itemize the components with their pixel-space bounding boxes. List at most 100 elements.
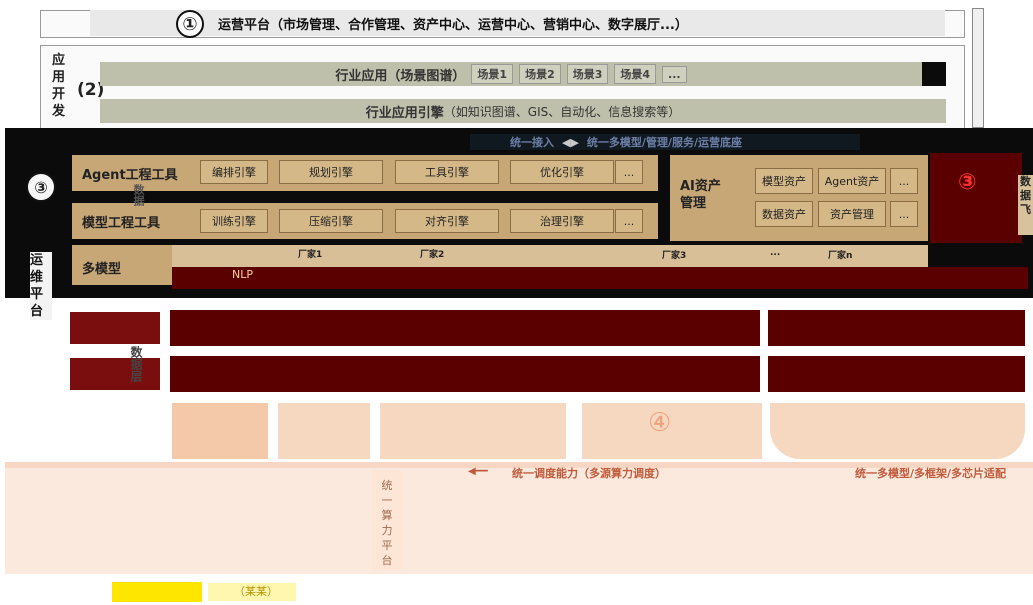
red-row-1-right bbox=[768, 310, 1025, 346]
ops-right-marker bbox=[972, 8, 984, 128]
platform-badge-left: ③ bbox=[26, 172, 56, 202]
industry-engine-band: 行业应用引擎 （如知识图谱、GIS、自动化、信息搜索等） bbox=[100, 99, 946, 123]
unified-bar-left: 统一接入 bbox=[510, 136, 554, 149]
industry-app-dark-end bbox=[922, 62, 946, 86]
ops-platform-badge: ① bbox=[176, 10, 204, 38]
lower-center-divider bbox=[372, 470, 402, 570]
scene-item: 场景3 bbox=[566, 64, 609, 84]
data-layer-char: 层 bbox=[129, 370, 143, 382]
data-layer-char: 据 bbox=[129, 358, 143, 370]
scene-item: 场景1 bbox=[471, 64, 514, 84]
model-engine: ... bbox=[615, 209, 643, 233]
vendor-label: ... bbox=[770, 248, 781, 258]
unified-bar: 统一接入 ◀▶ 统一多模型/管理/服务/运营底座 bbox=[470, 134, 860, 150]
lower-vchar: 一 bbox=[381, 494, 393, 507]
app-dev-char: 用 bbox=[52, 70, 66, 85]
platform-badge-right: ③ bbox=[958, 170, 977, 195]
right-data-char: 数 bbox=[1020, 175, 1031, 188]
scene-item: 场景2 bbox=[519, 64, 561, 84]
app-dev-label: 应 用 开 发 bbox=[52, 52, 72, 120]
app-dev-char: 应 bbox=[52, 53, 66, 68]
model-tools-label: 模型工程工具 bbox=[82, 216, 161, 231]
agent-engine: 优化引擎 bbox=[510, 160, 614, 184]
agent-tools-label: Agent工程工具 bbox=[82, 168, 178, 183]
vendor-strip bbox=[172, 245, 928, 267]
ops-side-char: 平 bbox=[30, 287, 44, 302]
red-row-2-right bbox=[768, 356, 1025, 392]
lower-mid-label: 统一调度能力（多源算力调度） bbox=[512, 467, 666, 480]
ai-asset-item: Agent资产 bbox=[818, 168, 886, 194]
right-data-column: 数 据 飞 bbox=[1018, 175, 1033, 235]
data-char: 数 bbox=[132, 184, 145, 195]
lower-vchar: 力 bbox=[381, 524, 393, 537]
ai-asset-item: ... bbox=[890, 168, 918, 194]
lower-left-arrow-icon: ◀━━ bbox=[468, 466, 488, 477]
red-row-left-stub bbox=[70, 312, 160, 344]
red-row-1-left bbox=[170, 310, 760, 346]
ops-platform-mask bbox=[90, 10, 945, 36]
agent-engine: 规划引擎 bbox=[279, 160, 383, 184]
lower-vchar: 统 bbox=[381, 479, 393, 492]
industry-app-title: 行业应用（场景图谱） bbox=[335, 68, 466, 84]
vendor-label: 厂家2 bbox=[420, 250, 445, 260]
lower-vchar: 台 bbox=[381, 554, 393, 567]
ops-side-char: 维 bbox=[30, 270, 44, 285]
right-data-char: 飞 bbox=[1020, 203, 1031, 216]
vendor-red-strip bbox=[172, 267, 1028, 289]
right-red-panel bbox=[930, 153, 1022, 243]
unified-bar-right: 统一多模型/管理/服务/运营底座 bbox=[586, 136, 742, 149]
lower-vertical-label: 统 一 算 力 平 台 bbox=[378, 478, 396, 568]
vendor-label: 厂家3 bbox=[662, 251, 687, 261]
lower-band bbox=[5, 462, 1033, 574]
app-dev-badge: (2) bbox=[77, 80, 105, 100]
industry-engine-desc: （如知识图谱、GIS、自动化、信息搜索等） bbox=[443, 104, 681, 119]
peach-block-3 bbox=[380, 403, 566, 459]
lower-right-label: 统一多模型/多框架/多芯片适配 bbox=[855, 467, 1007, 480]
data-side-label: 数据 bbox=[130, 184, 146, 206]
peach-block-1 bbox=[172, 403, 268, 459]
right-data-char: 据 bbox=[1020, 189, 1031, 202]
lower-band-line bbox=[5, 462, 1033, 468]
bottom-yellow-label: （某某） bbox=[208, 583, 296, 601]
industry-engine-title: 行业应用引擎 bbox=[365, 105, 444, 121]
unified-bar-arrow-icon: ◀▶ bbox=[562, 135, 579, 149]
ops-side-char: 运 bbox=[30, 253, 44, 268]
scene-item: 场景4 bbox=[614, 64, 657, 84]
scene-item: ... bbox=[662, 65, 687, 83]
ai-asset-item: 资产管理 bbox=[818, 201, 886, 227]
model-engine: 训练引擎 bbox=[200, 209, 268, 233]
data-layer-char: 数 bbox=[129, 346, 143, 358]
bottom-yellow-block bbox=[112, 582, 202, 602]
red-row-2-left-stub bbox=[70, 358, 160, 390]
ai-asset-item: ... bbox=[890, 201, 918, 227]
app-dev-char: 发 bbox=[52, 104, 66, 119]
lower-badge: ④ bbox=[648, 408, 672, 438]
model-engine: 对齐引擎 bbox=[395, 209, 499, 233]
agent-engine: 工具引擎 bbox=[395, 160, 499, 184]
ai-assets-title: AI资产管理 bbox=[680, 179, 721, 211]
lower-vchar: 算 bbox=[381, 509, 393, 522]
agent-engine: ... bbox=[615, 160, 643, 184]
model-engine: 治理引擎 bbox=[510, 209, 614, 233]
peach-block-5 bbox=[770, 403, 1025, 459]
peach-block-2 bbox=[278, 403, 370, 459]
ai-asset-item: 数据资产 bbox=[755, 201, 813, 227]
agent-engine: 编排引擎 bbox=[200, 160, 268, 184]
data-layer-label: 数据层 bbox=[128, 346, 145, 382]
ops-side-label: 运 维 平 台 bbox=[30, 252, 52, 320]
ops-side-char: 台 bbox=[30, 304, 44, 319]
multi-model-row bbox=[72, 245, 172, 285]
vendor-label: 厂家n bbox=[828, 251, 853, 261]
model-engine: 压缩引擎 bbox=[279, 209, 383, 233]
ai-asset-item: 模型资产 bbox=[755, 168, 813, 194]
ops-platform-title: 运营平台（市场管理、合作管理、资产中心、运营中心、营销中心、数字展厅...） bbox=[218, 18, 688, 33]
peach-block-4 bbox=[582, 403, 762, 459]
vendor-label: 厂家1 bbox=[298, 250, 323, 260]
nlp-label: NLP bbox=[232, 268, 253, 281]
industry-app-band: 行业应用（场景图谱） 场景1 场景2 场景3 场景4 ... bbox=[100, 62, 922, 86]
multi-model-label: 多模型 bbox=[82, 262, 122, 277]
app-dev-char: 开 bbox=[52, 87, 66, 102]
lower-vchar: 平 bbox=[381, 539, 393, 552]
red-row-2-left bbox=[170, 356, 760, 392]
data-char: 据 bbox=[132, 195, 145, 206]
